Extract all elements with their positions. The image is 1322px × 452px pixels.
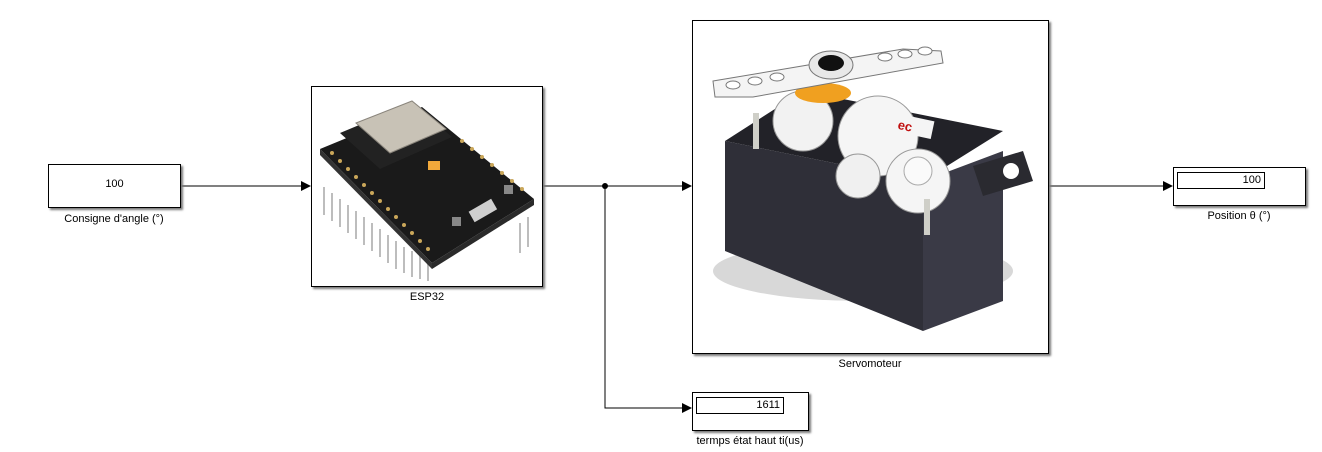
constant-block[interactable]: 100 [48,164,181,208]
constant-value: 100 [105,178,124,190]
ti-display-value: 1611 [696,397,784,414]
esp32-block[interactable] [311,86,543,287]
servo-block[interactable]: ec [692,20,1049,354]
esp32-board-icon [320,100,534,281]
position-display-block[interactable]: 100 [1173,167,1306,206]
servo-block-label: Servomoteur [838,358,902,370]
position-display-label: Position θ (°) [1207,210,1271,222]
constant-block-label: Consigne d'angle (°) [64,213,164,225]
position-display-value: 100 [1177,172,1265,189]
ti-display-label: termps état haut ti(us) [696,435,804,447]
servo-motor-icon: ec [712,46,1033,331]
esp32-block-label: ESP32 [409,291,445,303]
wire-branch-to-ti-display[interactable] [604,186,692,413]
ti-display-block[interactable]: 1611 [692,392,809,431]
svg-text:ec: ec [896,117,913,135]
branch-point [602,183,608,189]
